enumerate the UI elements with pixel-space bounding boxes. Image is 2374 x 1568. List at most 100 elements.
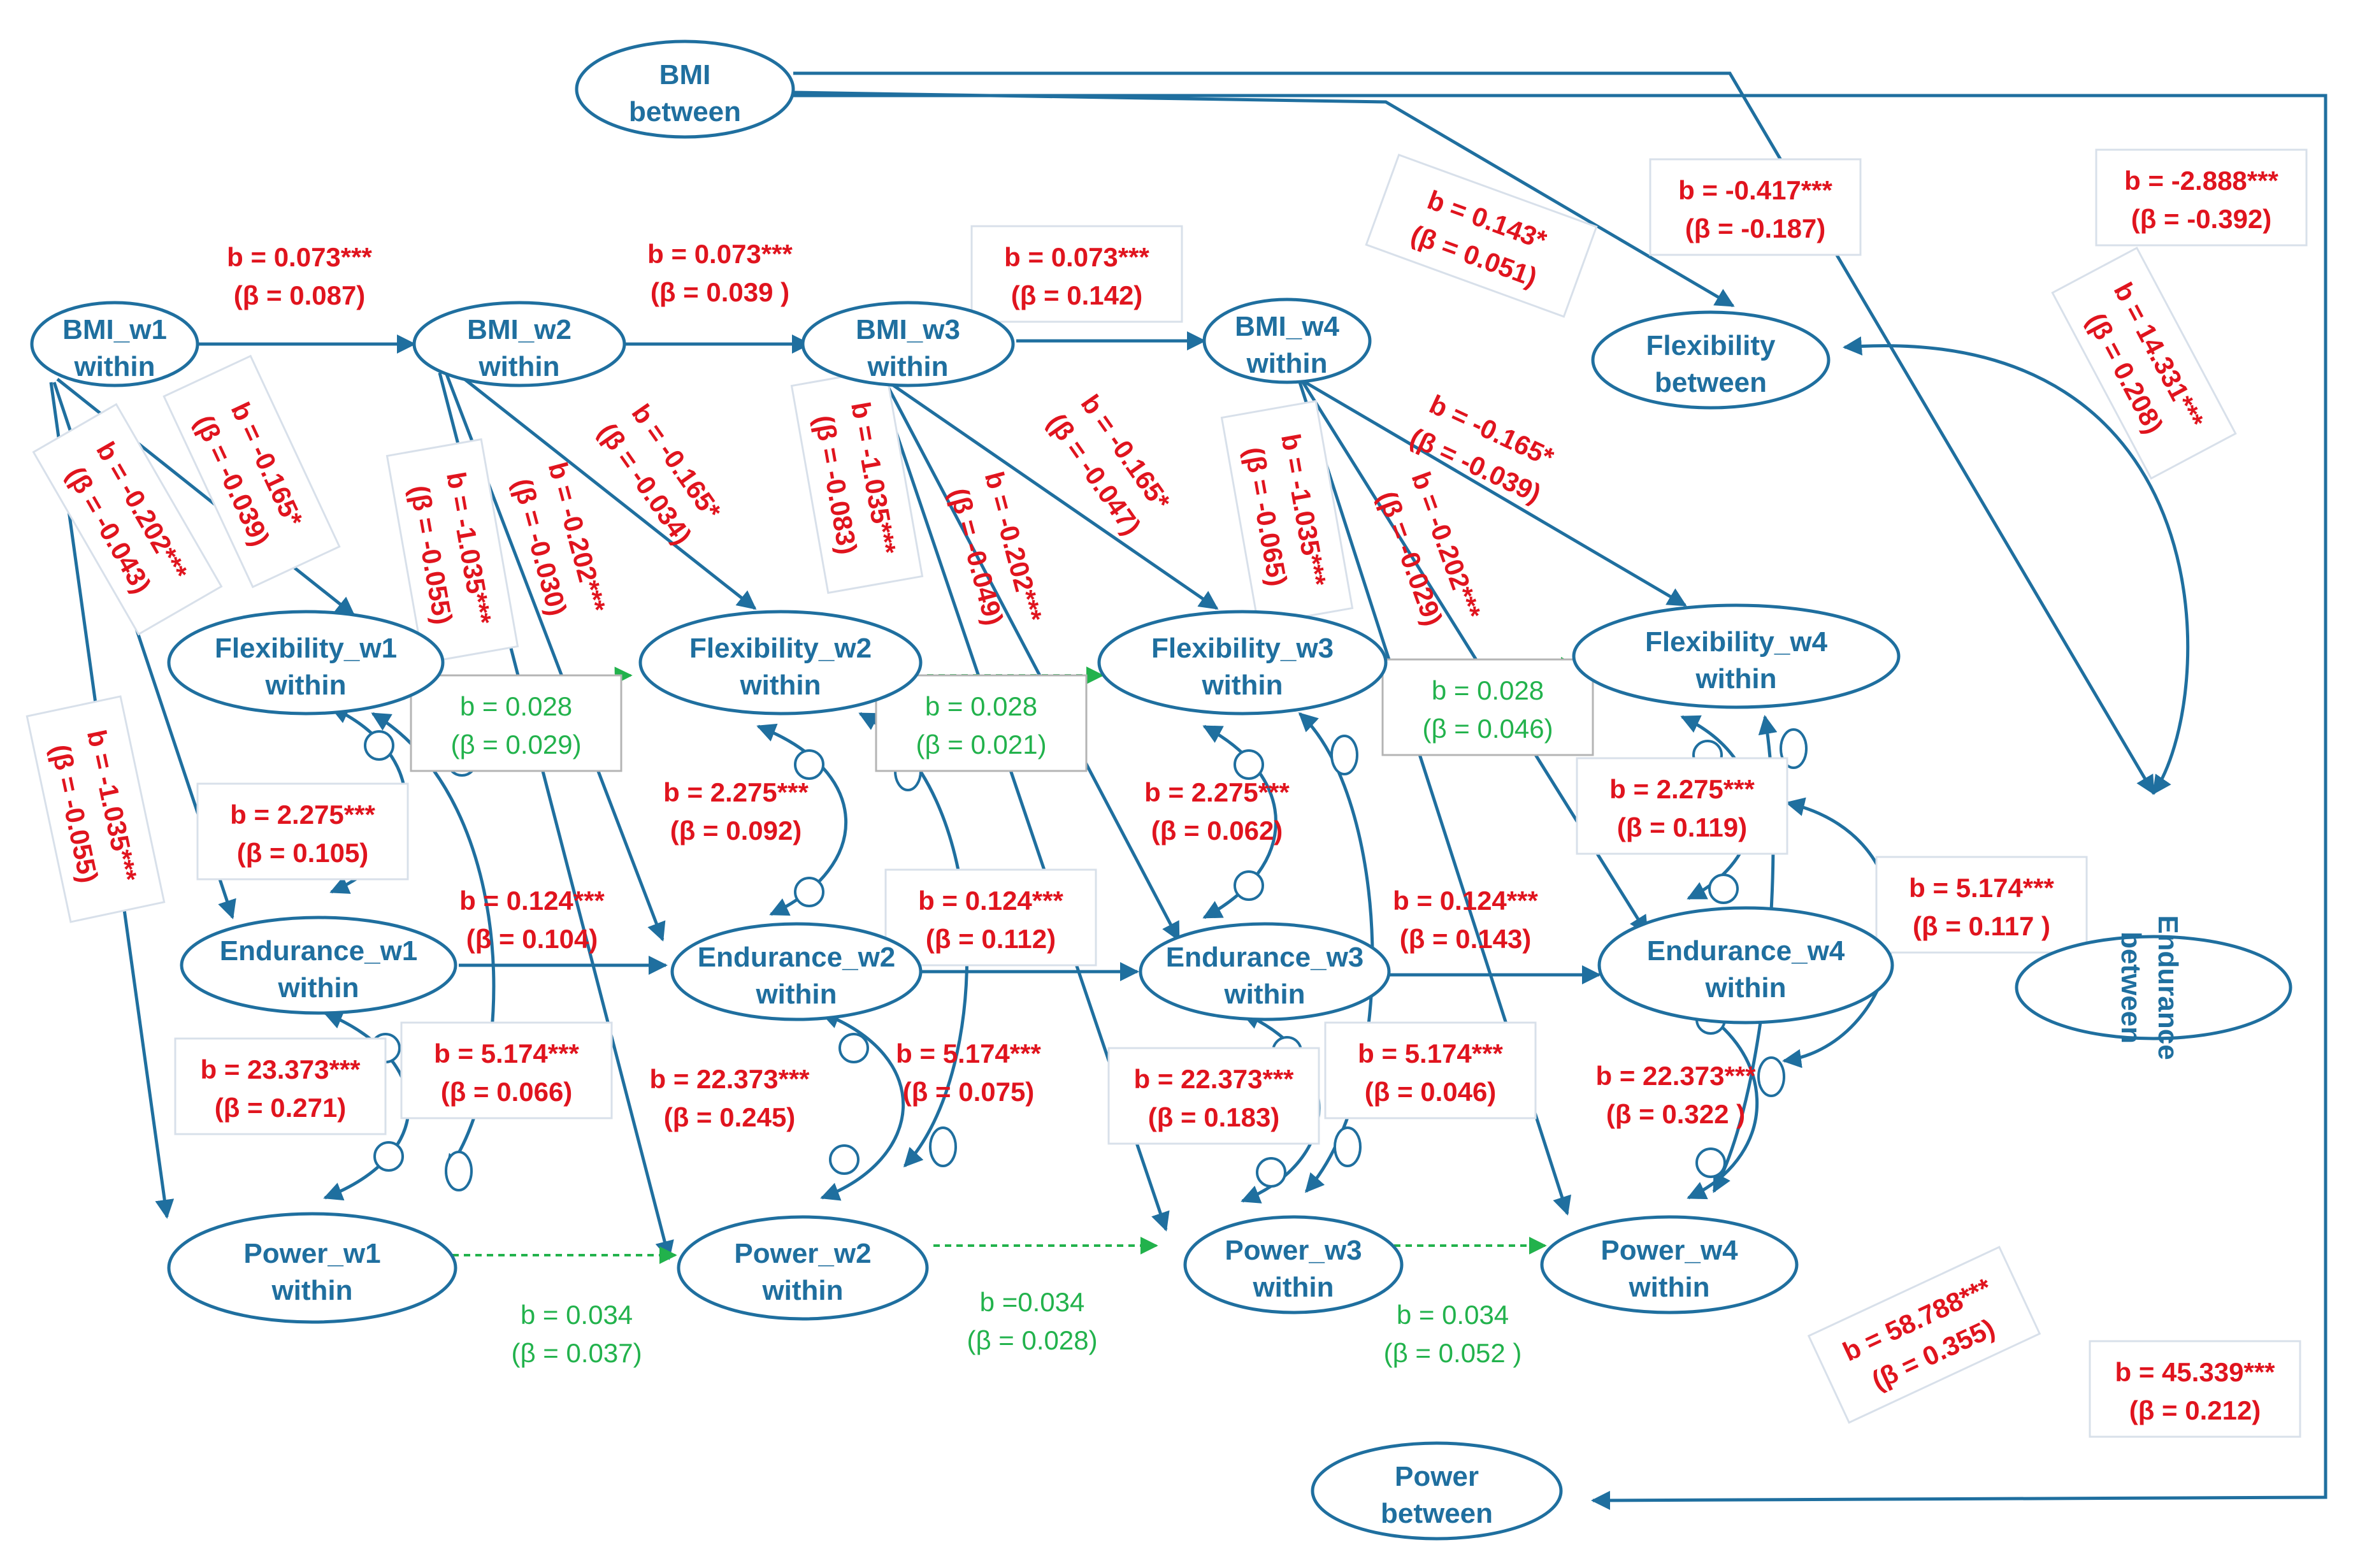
- coef-btw-bmi-pow: b = 45.339***(β = 0.212): [2089, 1340, 2301, 1438]
- node-label: Power_w2: [734, 1238, 871, 1269]
- coef-btw-bmi-flex: b = 0.143*(β = 0.051): [1365, 154, 1598, 318]
- coef-box: [196, 782, 409, 881]
- residual-circle: [364, 730, 394, 761]
- node-label: Endurance_w2: [698, 942, 896, 973]
- coef-end-ar2: b = 0.124***(β = 0.112): [884, 868, 1097, 967]
- node-label: within: [1695, 663, 1776, 694]
- coef-beta: (β = 0.212): [2129, 1395, 2261, 1425]
- node-label: within: [867, 351, 948, 382]
- node-ellipse: [677, 1215, 929, 1321]
- coef-b: b = 0.028: [460, 691, 572, 721]
- coef-b: b = 0.124***: [459, 886, 605, 916]
- node-ellipse: [412, 301, 626, 387]
- residual-circle: [1234, 749, 1264, 780]
- coef-box: [32, 403, 223, 636]
- node-label: within: [739, 670, 821, 701]
- coef-btw-bmi-end: b = -2.888***(β = -0.392): [2095, 148, 2308, 247]
- coef-flex-ar2: b = 0.028(β = 0.021): [875, 674, 1088, 772]
- path-flex-between-end-between: [1843, 336, 2190, 795]
- coef-box: [162, 354, 341, 589]
- coef-box: [1365, 154, 1598, 318]
- path-bmi-w4-flex-w4: [1299, 377, 1687, 607]
- coef-box: [1875, 856, 2088, 954]
- coef-box: [1324, 1021, 1537, 1119]
- node-ellipse: [167, 1212, 457, 1324]
- coef-beta: (β = 0.092): [670, 816, 802, 845]
- node-label: between: [1655, 367, 1767, 398]
- path-bmi-between-flex-between: [793, 90, 1735, 308]
- coef-beta: (β = 0.105): [237, 838, 369, 868]
- residual-circle: [1234, 870, 1264, 901]
- node-label: Endurance: [2152, 915, 2183, 1060]
- coef-beta: (β = -0.392): [2131, 204, 2272, 234]
- node-label: Endurance_w3: [1166, 942, 1364, 973]
- coef-btw-flex-end: b = 14.331***(β = 0.208): [2051, 247, 2237, 480]
- coef-flex-end-w2: b = 2.275***(β = 0.092): [663, 777, 809, 845]
- coef-bmi-pow-w3: b = -1.035***(β = -0.083): [790, 368, 924, 594]
- coef-box: [1107, 1047, 1320, 1145]
- node-label: within: [1252, 1272, 1334, 1303]
- coef-beta: (β = 0.119): [1617, 812, 1747, 842]
- coef-beta: (β = 0.021): [916, 730, 1046, 759]
- coef-bmi-pow-w1: b = -1.035***(β = -0.055): [25, 695, 166, 923]
- coef-flex-ar1: b = 0.028(β = 0.029): [410, 674, 622, 772]
- coef-flex-pow-w3: b = 5.174***(β = 0.046): [1324, 1021, 1537, 1119]
- coef-end-pow-w4: b = 22.373***(β = 0.322 ): [1595, 1061, 1756, 1129]
- coef-beta: (β = 0.087): [234, 280, 366, 310]
- node-label: BMI_w1: [62, 314, 167, 345]
- node-label: BMI_w4: [1235, 311, 1339, 342]
- coef-b: b = 2.275***: [1609, 774, 1755, 804]
- node-label: Flexibility_w1: [215, 633, 397, 664]
- coef-end-ar3: b = 0.124***(β = 0.143): [1393, 886, 1538, 954]
- node-label: Endurance_w1: [220, 935, 418, 967]
- coef-flex-pow-w2: b = 5.174***(β = 0.075): [896, 1039, 1041, 1107]
- coef-bmi-ar1: b = 0.073***(β = 0.087): [227, 242, 372, 310]
- coef-beta: (β = 0.028): [967, 1325, 1097, 1355]
- residual-circle: [445, 1151, 473, 1191]
- node-ellipse: [638, 610, 923, 716]
- coef-flex-end-w4: b = 2.275*** (β = 0.119): [1576, 757, 1788, 855]
- coef-bmi-flex-w2: b = -0.165*(β = -0.034): [593, 399, 727, 550]
- coef-beta: (β = 0.046): [1365, 1077, 1497, 1107]
- coef-bmi-pow-w4: b = -1.035***(β = -0.065): [1220, 399, 1354, 626]
- node-ellipse: [167, 610, 445, 716]
- coef-box: [25, 695, 166, 923]
- node-label: BMI: [659, 59, 711, 90]
- node-label: Power_w3: [1225, 1235, 1362, 1266]
- path-bmi-between-pow-between: [793, 94, 2327, 1510]
- coef-b: b = 22.373***: [1133, 1064, 1294, 1094]
- coef-box: [174, 1037, 387, 1135]
- coef-end-pow-w2: b = 22.373***(β = 0.245): [649, 1064, 810, 1132]
- node-label: within: [264, 670, 346, 701]
- coef-beta: (β = 0.322 ): [1606, 1099, 1745, 1129]
- coef-beta: (β = 0.075): [903, 1077, 1035, 1107]
- coef-bmi-ar3: b = 0.073***(β = 0.142): [970, 225, 1183, 323]
- coef-end-pow-w1: b = 23.373***(β = 0.271): [174, 1037, 387, 1135]
- coef-beta: (β = 0.039 ): [651, 277, 789, 307]
- node-label: within: [1246, 348, 1327, 379]
- node-label: Flexibility: [1646, 330, 1776, 361]
- node-label: Flexibility_w3: [1151, 633, 1334, 664]
- node-label: within: [277, 972, 359, 1003]
- coef-flex-pow-w4: b = 5.174***(β = 0.117 ): [1875, 856, 2088, 954]
- node-ellipse: [1597, 906, 1894, 1025]
- coef-pow-ar1: b = 0.034(β = 0.037): [511, 1300, 642, 1368]
- node-label: within: [271, 1275, 352, 1306]
- coef-beta: (β = 0.117 ): [1913, 911, 2050, 941]
- coef-beta: (β = 0.245): [664, 1102, 796, 1132]
- residual-circle: [1334, 1126, 1362, 1167]
- coef-b: b = 0.124***: [1393, 886, 1538, 916]
- node-label: within: [1223, 979, 1305, 1010]
